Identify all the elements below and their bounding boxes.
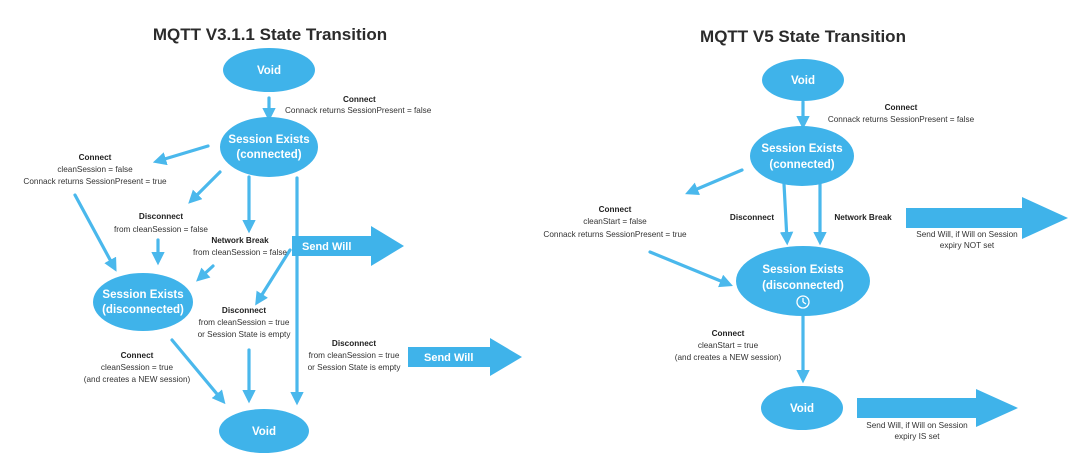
clock-icon	[796, 295, 810, 309]
edge-connect-clean-true-title: Connect	[121, 351, 154, 360]
void-node-bottom	[219, 409, 309, 453]
v5-edge-connect-clean-false-l2: cleanStart = false	[583, 217, 647, 226]
edge-network-break-title: Network Break	[211, 236, 269, 245]
v5-edge-connect-clean-true-l2: cleanStart = true	[698, 341, 759, 350]
send-will-arrow-2	[408, 338, 522, 376]
v5-edge-connect-clean-true-title: Connect	[712, 329, 745, 338]
v5-will-not-set-l1: Send Will, if Will on Session	[916, 230, 1018, 239]
session-disconnected-node	[93, 273, 193, 331]
arrow-v5-left-label-to-disconnected	[648, 250, 733, 288]
arrow-disconnected-to-void	[170, 338, 226, 405]
right-diagram: MQTT V5 State Transition Void Session Ex…	[543, 27, 1068, 441]
v5-session-disconnected-line1: Session Exists	[762, 264, 843, 276]
edge-network-break-detail: from cleanSession = false	[193, 248, 287, 257]
v5-edge-connect-void-detail: Connack returns SessionPresent = false	[828, 115, 975, 124]
void-node-top-label: Void	[257, 65, 281, 77]
session-connected-line2: (connected)	[236, 149, 301, 161]
v5-edge-connect-void-title: Connect	[885, 103, 918, 112]
arrow-network-to-disconnected	[196, 264, 215, 282]
v5-will-is-set-l2: expiry IS set	[894, 432, 940, 441]
edge-connect-clean-false-l2: cleanSession = false	[57, 165, 133, 174]
session-disconnected-line1: Session Exists	[102, 289, 183, 301]
left-title: MQTT V3.1.1 State Transition	[153, 25, 387, 44]
edge-disconnect-clean-false-title: Disconnect	[139, 212, 183, 221]
v5-edge-disconnect: Disconnect	[730, 213, 774, 222]
v5-session-disconnected-line2: (disconnected)	[762, 280, 844, 292]
v5-edge-connect-clean-false-l3: Connack returns SessionPresent = true	[543, 230, 687, 239]
v5-void-node-top-label: Void	[791, 75, 815, 87]
edge-connect-clean-false-l3: Connack returns SessionPresent = true	[23, 177, 167, 186]
arrow-connected-to-left	[152, 144, 210, 166]
arrow-v5-connected-to-left	[685, 168, 744, 196]
edge-disconnect-clean-true-2-l2: from cleanSession = true	[309, 351, 400, 360]
edge-disconnect-clean-false-detail: from cleanSession = false	[114, 225, 208, 234]
v5-will-not-set-l2: expiry NOT set	[940, 241, 995, 250]
v5-edge-network-break: Network Break	[834, 213, 892, 222]
send-will-arrow-1	[292, 226, 404, 266]
v5-will-is-set-l1: Send Will, if Will on Session	[866, 421, 968, 430]
edge-connect-clean-true-l3: (and creates a NEW session)	[84, 375, 191, 384]
edge-connect-clean-true-l2: cleanSession = true	[101, 363, 174, 372]
edge-disconnect-clean-true-2-l3: or Session State is empty	[308, 363, 402, 372]
send-will-label-2: Send Will	[424, 352, 473, 364]
edge-connect-void-title: Connect	[343, 95, 376, 104]
edge-connect-void-detail: Connack returns SessionPresent = false	[285, 106, 432, 115]
edge-connect-clean-false-title: Connect	[79, 153, 112, 162]
session-disconnected-line2: (disconnected)	[102, 304, 184, 316]
v5-void-node-bottom-label: Void	[790, 403, 814, 415]
session-connected-line1: Session Exists	[228, 134, 309, 146]
v5-session-connected-node	[750, 126, 854, 186]
v5-edge-connect-clean-false-title: Connect	[599, 205, 632, 214]
v5-session-connected-line2: (connected)	[769, 159, 834, 171]
arrow-connected-to-disconnect-label	[188, 170, 222, 204]
session-connected-node	[220, 117, 318, 177]
edge-disconnect-clean-true-l2: from cleanSession = true	[199, 318, 290, 327]
edge-disconnect-clean-true-2-title: Disconnect	[332, 339, 376, 348]
send-will-label-1: Send Will	[302, 241, 351, 253]
void-node-top	[223, 48, 315, 92]
v5-session-connected-line1: Session Exists	[761, 143, 842, 155]
right-title: MQTT V5 State Transition	[700, 27, 906, 46]
edge-disconnect-clean-true-title: Disconnect	[222, 306, 266, 315]
v5-send-will-arrow-not-set	[906, 197, 1068, 239]
void-node-bottom-label: Void	[252, 426, 276, 438]
left-diagram: MQTT V3.1.1 State Transition Void Sessio…	[23, 25, 522, 453]
v5-edge-connect-clean-true-l3: (and creates a NEW session)	[675, 353, 782, 362]
v5-session-disconnected-node	[736, 246, 870, 316]
edge-disconnect-clean-true-l3: or Session State is empty	[198, 330, 292, 339]
arrow-v5-disconnect	[779, 182, 794, 246]
arrow-connected-diagonal-down	[255, 248, 292, 306]
arrow-left-label-to-disconnected	[73, 193, 117, 272]
v5-send-will-arrow-is-set	[857, 389, 1018, 427]
v5-void-node-bottom	[761, 386, 843, 430]
v5-void-node-top	[762, 59, 844, 101]
